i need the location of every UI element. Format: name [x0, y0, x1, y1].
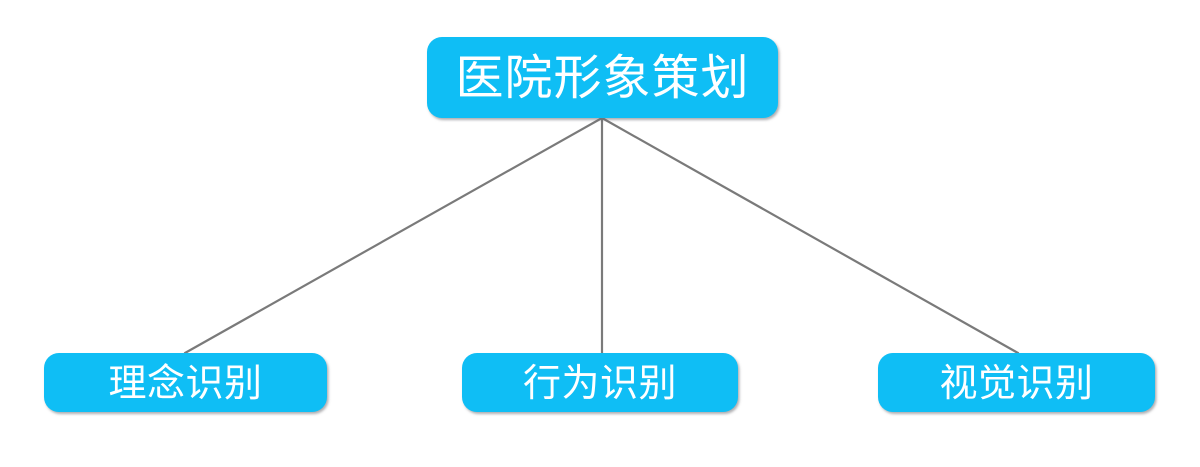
connector-root-to-leaf-2 — [600, 116, 1020, 355]
node-leaf-mind-identity[interactable]: 理念识别 — [44, 353, 327, 412]
connector-root-to-leaf-0 — [183, 116, 604, 355]
node-leaf-behavior-identity[interactable]: 行为识别 — [462, 353, 738, 412]
node-leaf-label: 理念识别 — [108, 360, 263, 405]
node-root[interactable]: 医院形象策划 — [427, 37, 778, 118]
node-leaf-visual-identity[interactable]: 视觉识别 — [878, 353, 1155, 412]
node-leaf-label: 行为识别 — [522, 360, 677, 405]
node-leaf-label: 视觉识别 — [939, 360, 1094, 405]
node-root-label: 医院形象策划 — [455, 49, 750, 106]
